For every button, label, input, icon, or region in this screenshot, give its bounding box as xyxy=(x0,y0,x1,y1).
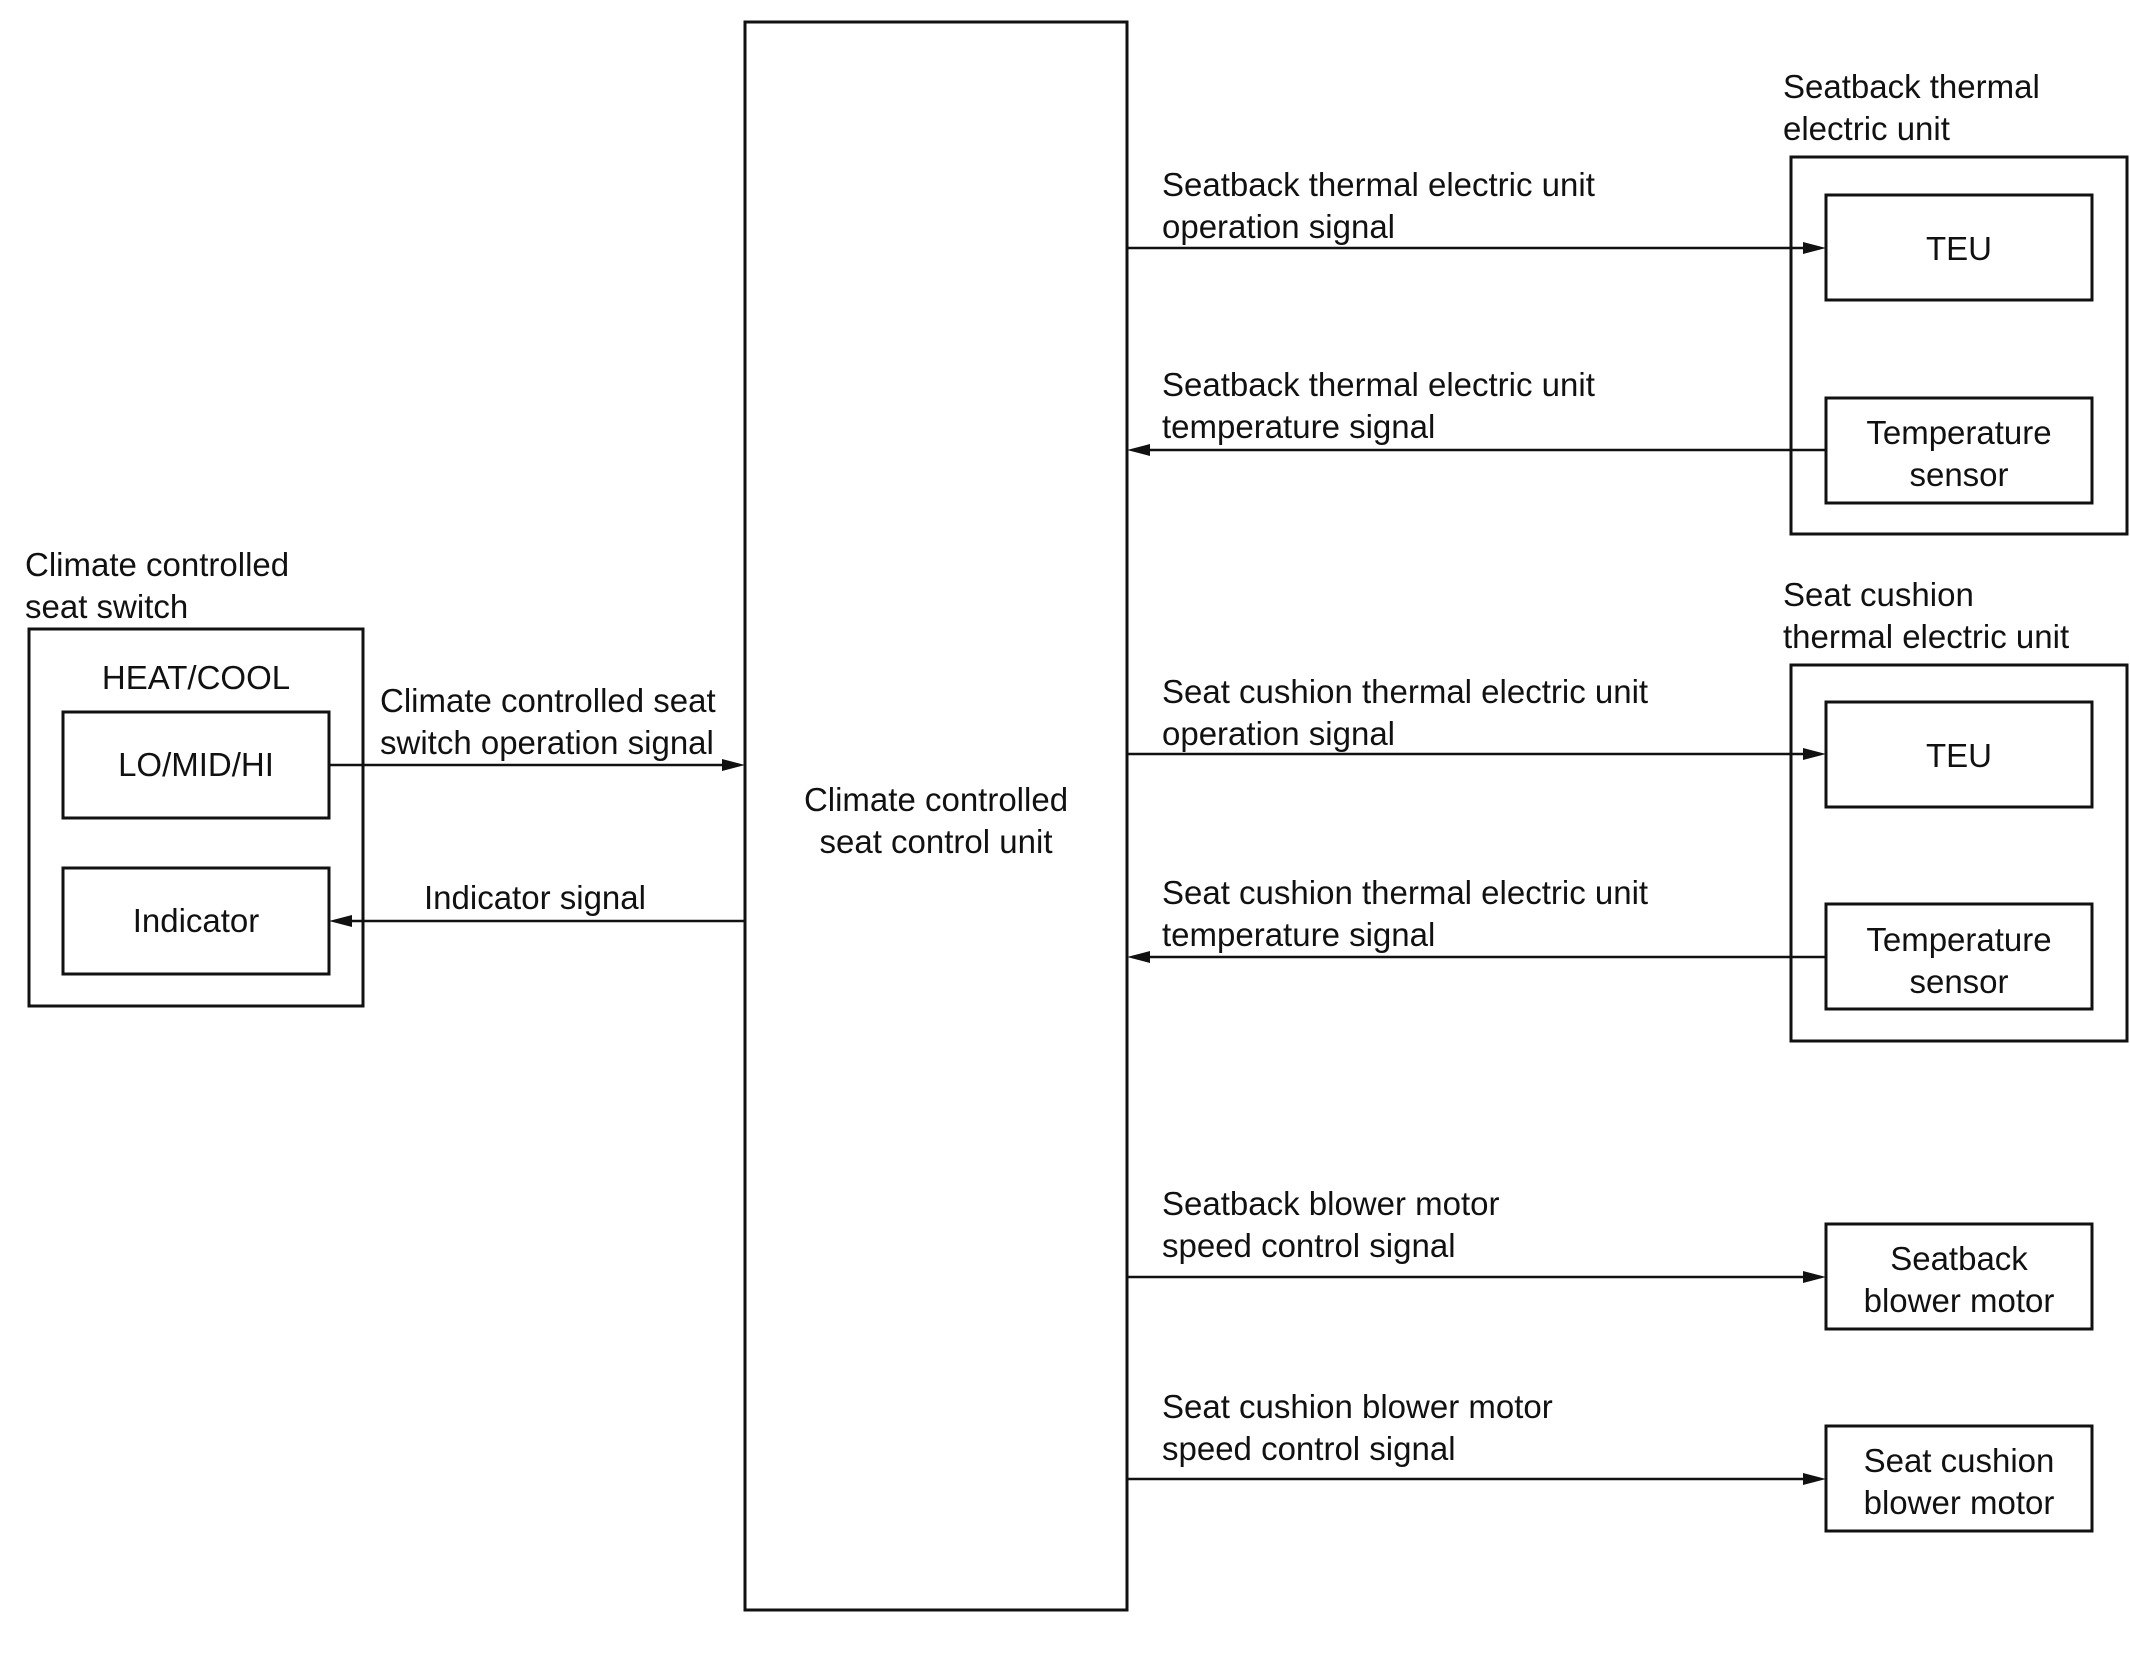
cushion-sensor-label-line2: sensor xyxy=(1909,963,2008,1000)
seatback-sensor-label-line1: Temperature xyxy=(1866,414,2051,451)
cushion-blower-box xyxy=(1824,1424,2094,1533)
switch-operation-signal-label-line2: switch operation signal xyxy=(380,724,714,761)
indicator-box-label: Indicator xyxy=(133,902,260,939)
cushion-teu-temperature-signal-arrowhead xyxy=(1127,951,1150,963)
cushion-teu-temperature-signal-label-line1: Seat cushion thermal electric unit xyxy=(1162,874,1648,911)
seatback-sensor-box xyxy=(1824,396,2094,505)
seatback-teu-temperature-signal-arrowhead xyxy=(1127,444,1150,456)
seatback-teu-operation-signal-label-line1: Seatback thermal electric unit xyxy=(1162,166,1595,203)
cushion-blower-speed-signal-label-line2: speed control signal xyxy=(1162,1430,1456,1467)
indicator-signal-label: Indicator signal xyxy=(424,879,646,916)
cushion-teu-operation-signal-label-line1: Seat cushion thermal electric unit xyxy=(1162,673,1648,710)
seatback-teu-temperature-signal-label-line1: Seatback thermal electric unit xyxy=(1162,366,1595,403)
cushion-sensor-box xyxy=(1824,902,2094,1011)
switch-mode-label: HEAT/COOL xyxy=(102,659,290,696)
switch-group-title-line2: seat switch xyxy=(25,588,188,625)
cushion-blower-label-line1: Seat cushion xyxy=(1864,1442,2055,1479)
cushion-teu-label: TEU xyxy=(1926,737,1992,774)
switch-operation-signal-arrowhead xyxy=(722,759,745,771)
cushion-blower-speed-signal-arrowhead xyxy=(1803,1473,1826,1485)
indicator-signal-arrowhead xyxy=(329,915,352,927)
cushion-blower-label-line2: blower motor xyxy=(1864,1484,2055,1521)
cushion-blower-speed-signal-label-line1: Seat cushion blower motor xyxy=(1162,1388,1553,1425)
seatback-blower-box xyxy=(1824,1222,2094,1331)
cushion-group-title-line1: Seat cushion xyxy=(1783,576,1974,613)
control-unit-label-line2: seat control unit xyxy=(820,823,1053,860)
cushion-teu-operation-signal-arrowhead xyxy=(1803,748,1826,760)
seatback-sensor-label-line2: sensor xyxy=(1909,456,2008,493)
control-unit-label-line1: Climate controlled xyxy=(804,781,1068,818)
seatback-teu-box xyxy=(1824,193,2094,302)
seatback-blower-label-line1: Seatback xyxy=(1890,1240,2028,1277)
seatback-blower-speed-signal-label-line2: speed control signal xyxy=(1162,1227,1456,1264)
seatback-teu-temperature-signal-label-line2: temperature signal xyxy=(1162,408,1435,445)
cushion-teu-box xyxy=(1824,700,2094,809)
switch-group-title-line1: Climate controlled xyxy=(25,546,289,583)
level-box xyxy=(61,710,331,820)
seatback-teu-operation-signal-label-line2: operation signal xyxy=(1162,208,1395,245)
seatback-blower-speed-signal-label-line1: Seatback blower motor xyxy=(1162,1185,1500,1222)
seatback-teu-operation-signal-arrowhead xyxy=(1803,242,1826,254)
cushion-teu-operation-signal-label-line2: operation signal xyxy=(1162,715,1395,752)
seatback-teu-label: TEU xyxy=(1926,230,1992,267)
cushion-group-title-line2: thermal electric unit xyxy=(1783,618,2069,655)
cushion-teu-temperature-signal-label-line2: temperature signal xyxy=(1162,916,1435,953)
switch-operation-signal-label-line1: Climate controlled seat xyxy=(380,682,716,719)
control-unit-box xyxy=(743,20,1129,1612)
seatback-group-title-line2: electric unit xyxy=(1783,110,1950,147)
seatback-group-title-line1: Seatback thermal xyxy=(1783,68,2040,105)
seatback-blower-label-line2: blower motor xyxy=(1864,1282,2055,1319)
seatback-blower-speed-signal-arrowhead xyxy=(1803,1271,1826,1283)
cushion-sensor-label-line1: Temperature xyxy=(1866,921,2051,958)
level-box-label: LO/MID/HI xyxy=(118,746,274,783)
